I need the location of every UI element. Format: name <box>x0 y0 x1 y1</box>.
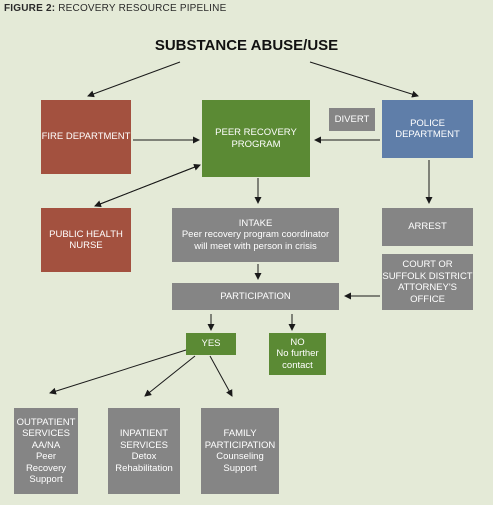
no-line-1: NO <box>290 336 305 348</box>
outpatient-line-4: Peer <box>35 451 57 462</box>
arrest-label: ARREST <box>408 221 447 233</box>
peer-line-2: PROGRAM <box>231 138 281 150</box>
court-line-3: ATTORNEY'S OFFICE <box>398 282 457 305</box>
arrow-yes-to-inpatient <box>144 355 196 397</box>
outpatient-line-5: Recovery <box>25 462 67 474</box>
arrow-title-to-fire <box>87 61 181 98</box>
family-line-4: Support <box>223 462 257 474</box>
court-line-2: SUFFOLK DISTRICT <box>382 270 473 282</box>
family-participation-node: FAMILY PARTICIPATION Counseling Support <box>201 408 279 494</box>
yes-label: YES <box>201 338 221 350</box>
outpatient-line-1: OUTPATIENT <box>16 416 76 428</box>
fire-label: FIRE DEPARTMENT <box>41 131 131 143</box>
outpatient-line-2: SERVICES <box>22 428 70 439</box>
arrest-node: ARREST <box>382 208 473 246</box>
intake-line-2: Peer recovery program coordinator <box>181 229 330 241</box>
family-line-2: PARTICIPATION <box>204 439 276 451</box>
intake-node: INTAKE Peer recovery program coordinator… <box>172 208 339 262</box>
figure-label: FIGURE 2: RECOVERY RESOURCE PIPELINE <box>4 3 226 14</box>
arrow-title-to-police <box>309 61 419 98</box>
intake-line-1: INTAKE <box>238 217 273 229</box>
outpatient-line-6: Support <box>29 474 63 485</box>
no-line-3: contact <box>282 359 313 371</box>
nurse-line-1: PUBLIC HEALTH <box>49 228 123 240</box>
police-line-2: DEPARTMENT <box>395 129 460 140</box>
fire-department-node: FIRE DEPARTMENT <box>41 100 131 174</box>
family-line-1: FAMILY <box>223 428 257 439</box>
arrow-yes-to-outpatient <box>49 349 187 395</box>
court-node: COURT OR SUFFOLK DISTRICT ATTORNEY'S OFF… <box>382 254 473 310</box>
inpatient-line-2: SERVICES <box>120 439 168 451</box>
peer-recovery-node: PEER RECOVERY PROGRAM <box>202 100 310 177</box>
figure-number: FIGURE 2: <box>4 3 56 14</box>
outpatient-line-3: AA/NA <box>31 439 61 451</box>
participation-label: PARTICIPATION <box>220 290 291 302</box>
divert-label: DIVERT <box>334 113 370 125</box>
divert-node: DIVERT <box>329 108 375 131</box>
public-health-nurse-node: PUBLIC HEALTH NURSE <box>41 208 131 272</box>
no-node: NO No further contact <box>269 333 326 375</box>
inpatient-line-3: Detox <box>131 451 157 462</box>
yes-node: YES <box>186 333 236 355</box>
outpatient-services-node: OUTPATIENT SERVICES AA/NA Peer Recovery … <box>14 408 78 494</box>
family-line-3: Counseling <box>216 451 264 462</box>
nurse-line-2: NURSE <box>69 240 103 251</box>
peer-line-1: PEER RECOVERY <box>215 127 297 138</box>
inpatient-line-1: INPATIENT <box>119 428 169 439</box>
diagram-title: SUBSTANCE ABUSE/USE <box>154 37 339 54</box>
figure-caption: RECOVERY RESOURCE PIPELINE <box>58 3 227 14</box>
arrow-yes-to-family <box>209 355 233 397</box>
inpatient-line-4: Rehabilitation <box>115 462 173 474</box>
police-department-node: POLICE DEPARTMENT <box>382 100 473 158</box>
inpatient-services-node: INPATIENT SERVICES Detox Rehabilitation <box>108 408 180 494</box>
intake-line-3: will meet with person in crisis <box>194 240 317 252</box>
arrow-nurse-peer <box>94 163 201 207</box>
no-line-2: No further <box>276 348 319 360</box>
court-line-1: COURT OR <box>402 259 453 270</box>
police-line-1: POLICE <box>410 117 445 129</box>
participation-node: PARTICIPATION <box>172 283 339 310</box>
